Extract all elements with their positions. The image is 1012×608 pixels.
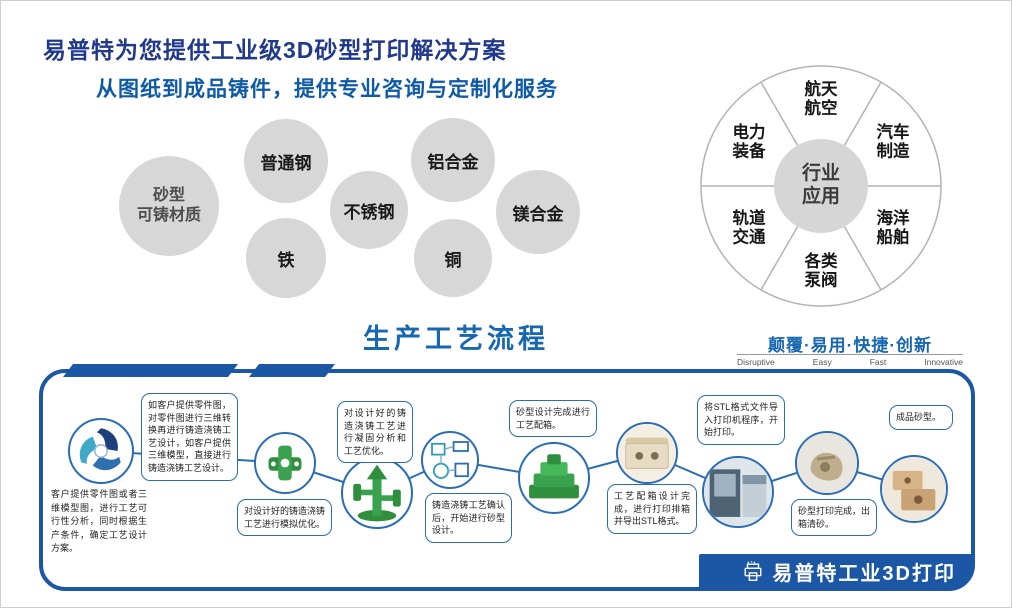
flow-note-bottom-1: 客户提供零件图或者三维模型图，进行工艺可行性分析，同时根据生产条件，确定工艺设计… bbox=[51, 489, 147, 553]
slogan-en-easy: Easy bbox=[812, 357, 832, 367]
material-circle-copper: 铜 bbox=[414, 219, 492, 297]
material-label-line1: 砂型 bbox=[152, 187, 185, 204]
flow-note-bottom-4: 工艺配箱设计完成，进行打印排箱并导出STL格式。 bbox=[607, 484, 697, 534]
flow-note-bottom-3: 铸造浇铸工艺确认后，开始进行砂型设计。 bbox=[425, 493, 512, 543]
flow-step-circle-2 bbox=[254, 432, 316, 494]
flow-step-circle-3 bbox=[341, 457, 413, 529]
wheel-center-line2: 应用 bbox=[801, 186, 841, 207]
flow-note-bottom-2: 对设计好的铸造浇铸工艺进行模拟优化。 bbox=[237, 499, 332, 537]
page-subtitle: 从图纸到成品铸件，提供专业咨询与定制化服务 bbox=[96, 78, 558, 101]
flow-step-circle-8 bbox=[795, 431, 859, 495]
material-text: 普通钢 bbox=[260, 153, 312, 173]
flow-note-top-3: 砂型设计完成进行工艺配箱。 bbox=[509, 400, 597, 438]
footer-banner: 易普特工业3D打印 bbox=[699, 554, 972, 589]
wheel-segment-label-automotive: 汽车 制造 bbox=[876, 123, 910, 161]
slogan-english: Disruptive Easy Fast Innovative bbox=[737, 357, 963, 367]
material-circle-aluminum-alloy: 铝合金 bbox=[411, 118, 495, 202]
wheel-segment-label-marine: 海洋 船舶 bbox=[876, 209, 910, 247]
slogan-text: 颠覆·易用·快捷·创新 bbox=[768, 336, 932, 355]
wheel-segment-label-rail-transit: 轨道 交通 bbox=[732, 209, 766, 247]
design-review-icon bbox=[79, 428, 121, 471]
material-text: 不锈钢 bbox=[343, 202, 395, 222]
slogan-en-disruptive: Disruptive bbox=[737, 357, 775, 367]
sand-printer-icon bbox=[704, 458, 772, 526]
flow-note-top-2: 对设计好的铸造浇铸工艺进行凝固分析和工艺优化。 bbox=[337, 401, 413, 464]
material-text: 铁 bbox=[277, 250, 295, 270]
wheel-segment-label-aerospace: 航天 航空 bbox=[804, 80, 838, 118]
flow-note-top-1: 如客户提供零件图，对零件图进行三维转换再进行铸造浇铸工艺设计，如客户提供三维模型… bbox=[141, 393, 238, 481]
wheel-segment-label-pumps-valves: 各类 泵阀 bbox=[804, 252, 838, 290]
flow-step-circle-7 bbox=[702, 456, 774, 528]
wheel-segment-label-power-equipment: 电力 装备 bbox=[732, 123, 766, 161]
flow-step-circle-1 bbox=[68, 418, 134, 484]
flow-note-top-4: 将STL格式文件导入打印机程序，开始打印。 bbox=[697, 395, 785, 445]
printed-mold-icon bbox=[797, 433, 857, 493]
flow-frame bbox=[39, 369, 975, 591]
page-title: 易普特为您提供工业级3D砂型打印解决方案 bbox=[43, 37, 507, 63]
material-text: 铝合金 bbox=[427, 152, 479, 172]
material-label-line2: 可铸材质 bbox=[136, 207, 201, 224]
material-circle-stainless-steel: 不锈钢 bbox=[330, 171, 408, 249]
flask-layout-icon bbox=[618, 424, 676, 482]
green-part-icon bbox=[268, 445, 302, 481]
material-circle-ordinary-steel: 普通钢 bbox=[244, 119, 328, 203]
flow-note-top-5: 成品砂型。 bbox=[889, 405, 953, 430]
process-title: 生产工艺流程 bbox=[363, 324, 549, 354]
wheel-center-line1: 行业 bbox=[801, 163, 841, 185]
industry-wheel-icon bbox=[700, 65, 942, 307]
material-label-circle: 砂型 可铸材质 bbox=[119, 156, 219, 256]
deco-band-left bbox=[63, 364, 238, 377]
material-circle-magnesium-alloy: 镁合金 bbox=[496, 170, 580, 254]
slogan-en-innovative: Innovative bbox=[924, 357, 963, 367]
finished-mold-icon bbox=[882, 457, 946, 521]
deco-band-right bbox=[249, 364, 335, 377]
flow-note-bottom-5: 砂型打印完成，出箱清砂。 bbox=[791, 499, 877, 537]
flow-step-circle-5 bbox=[518, 442, 590, 514]
material-circle-iron: 铁 bbox=[246, 218, 326, 298]
slogan-en-fast: Fast bbox=[869, 357, 887, 367]
casting-tree-icon bbox=[353, 464, 401, 522]
flow-step-circle-9 bbox=[880, 455, 948, 523]
material-text: 铜 bbox=[444, 250, 462, 270]
industry-wheel-center-label: 行业 应用 bbox=[802, 163, 840, 209]
brand-text: 易普特工业3D打印 bbox=[772, 563, 956, 585]
brand-printer-icon bbox=[744, 560, 762, 581]
slogan-divider bbox=[737, 354, 963, 355]
mold-sketch-icon bbox=[431, 441, 469, 479]
flow-step-circle-4 bbox=[421, 431, 479, 489]
mold-assembly-icon bbox=[529, 454, 579, 499]
material-text: 镁合金 bbox=[512, 204, 564, 224]
flow-step-circle-6 bbox=[616, 422, 678, 484]
